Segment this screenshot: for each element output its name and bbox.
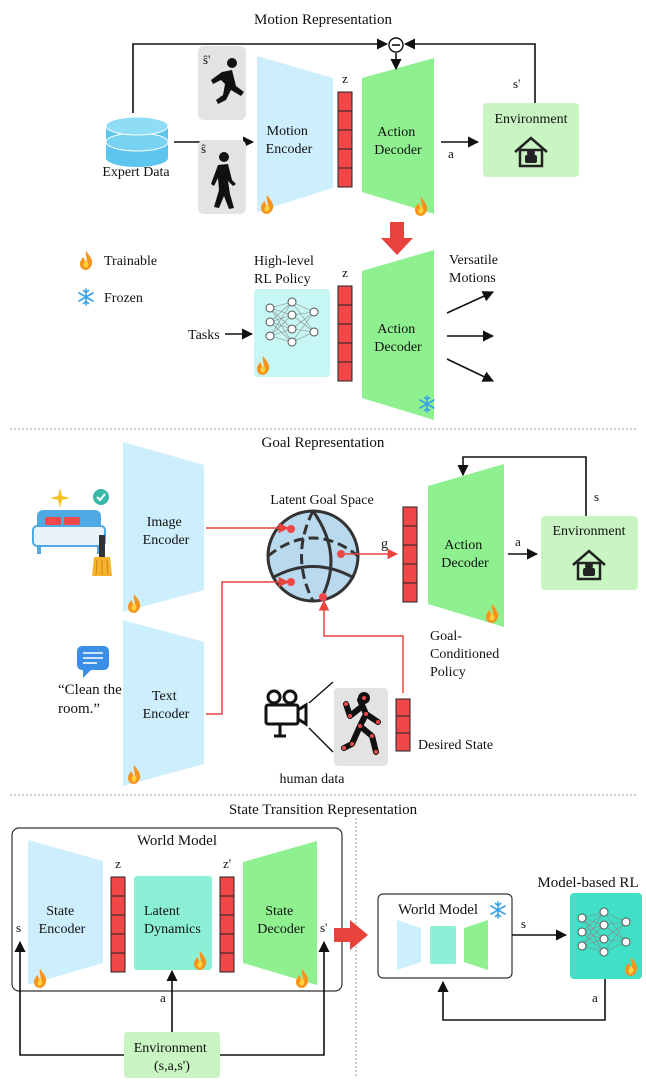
goal-s-label: s [594, 489, 599, 504]
instruction-quote: “Clean the room.” [58, 682, 125, 717]
video-camera-icon [264, 689, 308, 738]
g-label: g [381, 537, 388, 552]
legend-frozen: Frozen [104, 291, 143, 306]
state-environment-label: Environment (s,a,s') [134, 1041, 211, 1074]
world-model-frame [11, 827, 343, 992]
state-latent-z [110, 876, 126, 973]
state-section: State Transition Representation World Mo… [11, 802, 642, 1078]
state-a-label: a [160, 990, 166, 1005]
versatile-arrow-down [446, 358, 495, 382]
high-level-policy-label: High-level RL Policy [254, 254, 317, 287]
mini-encoder-icon [397, 920, 421, 970]
red-transfer-arrow [381, 222, 413, 255]
state-encoder-label: State Encoder [39, 904, 86, 937]
environment-label-top: Environment [494, 112, 567, 127]
state-s-label: s [16, 920, 21, 935]
legend-snowflake-icon [78, 288, 94, 306]
goal-title: Goal Representation [262, 435, 385, 451]
state-s2-label: s [521, 916, 526, 931]
legend-flame-icon [80, 251, 93, 270]
versatile-motions-label: Versatile Motions [449, 253, 501, 286]
text-encoder-block [123, 620, 204, 786]
state-encoder-block [28, 840, 103, 985]
goal-latent-vector [402, 506, 418, 603]
policy-z-label: z [342, 265, 348, 280]
state-decoder-label: State Decoder [257, 904, 305, 937]
legend-trainable: Trainable [104, 254, 157, 269]
frozen-world-model-label: World Model [398, 902, 478, 918]
clean-bed-icon [32, 488, 112, 576]
state-z-prime-label: z' [223, 856, 231, 871]
state-a2-label: a [592, 990, 598, 1005]
action-decoder-block-top [362, 58, 434, 214]
motion-encoder-block [257, 56, 333, 212]
env-to-encoder-arrow [14, 940, 124, 1056]
versatile-arrow-up [446, 291, 495, 314]
desired-state-latent [395, 698, 411, 752]
state-z-label: z [115, 856, 121, 871]
world-model-label: World Model [137, 833, 217, 849]
goal-a-label: a [515, 534, 521, 549]
chat-bubble-icon [77, 646, 109, 678]
env-to-minus-arrow [403, 38, 536, 103]
expert-data-label: Expert Data [102, 165, 170, 180]
desired-state-label: Desired State [418, 738, 493, 753]
state-latent-z-prime [219, 876, 235, 973]
goal-environment-label: Environment [552, 524, 625, 539]
motion-title: Motion Representation [254, 12, 392, 28]
env-to-decoder-arrow [220, 940, 330, 1056]
tasks-label: Tasks [188, 328, 220, 343]
image-encoder-block [123, 442, 204, 612]
running-person-icon [211, 58, 244, 104]
human-data-label: human data [280, 772, 346, 787]
mini-dynamics-icon [430, 926, 456, 964]
motion-z-label: z [342, 71, 348, 86]
motion-section: Motion Representation Expert Data ŝ' ŝ [78, 12, 579, 420]
walking-person-icon [211, 152, 236, 209]
env-feedback-arrow [457, 456, 587, 516]
latent-goal-space-label: Latent Goal Space [270, 493, 373, 508]
mini-decoder-icon [464, 920, 488, 970]
image-encoder-label: Image Encoder [143, 515, 190, 548]
desired-to-globe-arrow [318, 599, 404, 693]
human-pose-keypoints-icon [341, 692, 381, 755]
rl-to-world-model-arrow [437, 979, 606, 1021]
latent-goal-globe-icon [266, 509, 360, 603]
s-hat-prime-label: ŝ' [203, 52, 210, 67]
latent-dynamics-label: Latent Dynamics [144, 904, 201, 937]
s-hat-label: ŝ [201, 141, 206, 156]
goal-action-decoder-label: Action Decoder [441, 538, 489, 571]
motion-latent-vector [337, 91, 353, 188]
state-title: State Transition Representation [229, 802, 418, 818]
expert-to-minus-arrow [132, 38, 389, 113]
environment-box-top [483, 103, 579, 177]
goal-conditioned-policy-label: Goal- Conditioned Policy [430, 629, 503, 680]
state-s-prime-label: s' [320, 920, 327, 935]
latent-dynamics-block [134, 876, 212, 970]
red-transfer-arrow-right [334, 920, 368, 950]
action-a-label-top: a [448, 146, 454, 161]
goal-section: Goal Representation Image Encoder [32, 435, 638, 787]
goal-action-decoder-block [428, 464, 504, 627]
action-decoder-label-top: Action Decoder [374, 125, 422, 158]
text-encoder-label: Text Encoder [143, 689, 190, 722]
action-decoder-block-frozen [362, 250, 434, 420]
model-based-rl-label: Model-based RL [537, 875, 638, 891]
text-to-globe-arrow [206, 576, 290, 715]
s-prime-label-top: s' [513, 76, 520, 91]
state-decoder-block [243, 841, 317, 985]
motion-encoder-label: Motion Encoder [266, 124, 313, 157]
state-environment-box [124, 1032, 220, 1078]
expert-data-database-icon [105, 116, 169, 167]
action-decoder-label-frozen: Action Decoder [374, 322, 422, 355]
policy-latent-vector [337, 285, 353, 382]
